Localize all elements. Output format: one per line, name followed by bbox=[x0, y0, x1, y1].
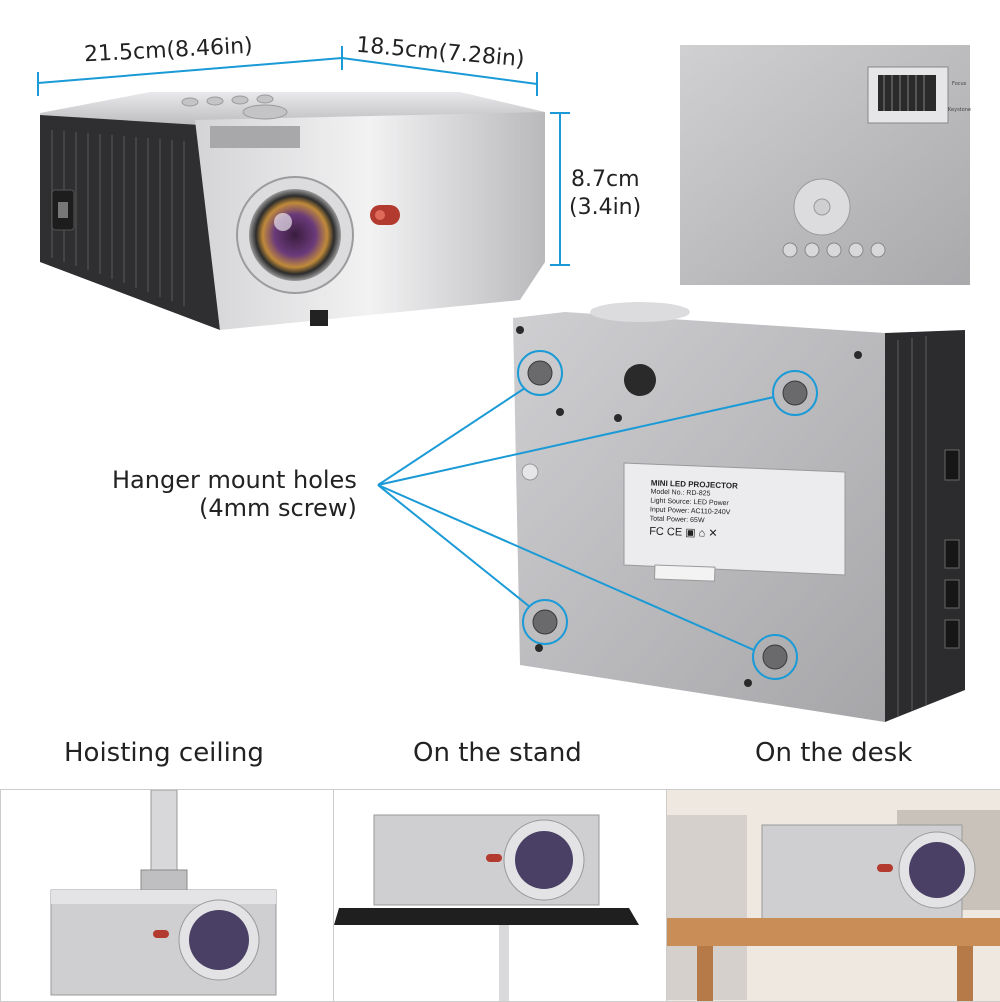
plate-total-key: Total Power: bbox=[649, 515, 689, 524]
hanger-callout-line2: (4mm screw) bbox=[199, 494, 357, 522]
plate-model-val: RD-825 bbox=[686, 489, 711, 498]
depth-dimension-line bbox=[341, 57, 538, 96]
projector-top-view: Focus Keystone bbox=[680, 45, 971, 285]
hanger-callout-line1: Hanger mount holes bbox=[112, 466, 357, 494]
height-label-in: (3.4in) bbox=[569, 195, 642, 220]
plate-input-key: Input Power: bbox=[649, 506, 690, 515]
caption-desk: On the desk bbox=[755, 738, 913, 768]
height-label-cm: 8.7cm bbox=[571, 167, 640, 192]
certification-marks: FC CE ▣ ⌂ ✕ bbox=[648, 525, 718, 540]
panel-ceiling bbox=[0, 789, 334, 1002]
hanger-callout: Hanger mount holes (4mm screw) bbox=[112, 466, 357, 522]
plate-light-key: Light Source: bbox=[650, 497, 692, 506]
caption-stand: On the stand bbox=[413, 738, 582, 768]
focus-label: Focus bbox=[952, 81, 967, 87]
height-dimension-line bbox=[550, 112, 570, 266]
panel-stand bbox=[333, 789, 667, 1002]
spec-label-plate: MINI LED PROJECTOR Model No.: RD-825 Lig… bbox=[649, 478, 738, 539]
keystone-label: Keystone bbox=[948, 107, 971, 113]
caption-ceiling: Hoisting ceiling bbox=[64, 738, 264, 768]
plate-total-val: 65W bbox=[689, 516, 705, 525]
plate-model-key: Model No.: bbox=[650, 488, 685, 497]
plate-light-val: LED Power bbox=[693, 498, 729, 508]
panel-desk bbox=[666, 789, 1000, 1002]
plate-input-val: AC110-240V bbox=[690, 507, 731, 517]
